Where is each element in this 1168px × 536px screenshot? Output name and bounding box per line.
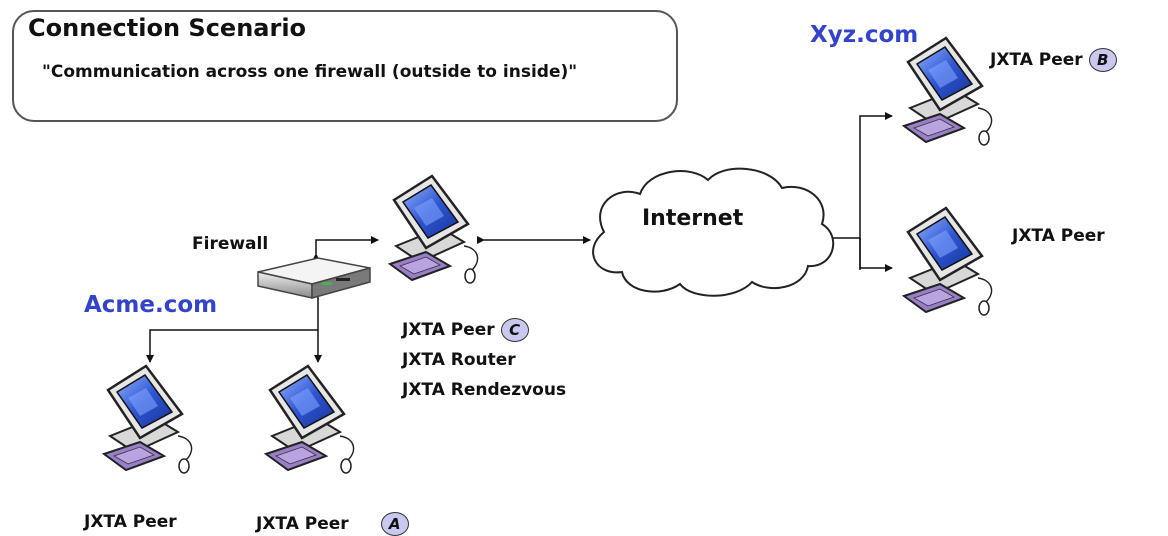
peer-c-computer-icon [388, 174, 479, 285]
peer-c-router-label: JXTA Router [402, 350, 516, 370]
right-peer-label: JXTA Peer [1012, 226, 1105, 246]
internet-cloud-icon [592, 167, 835, 297]
internet-label: Internet [642, 206, 744, 231]
firewall-label: Firewall [192, 234, 269, 254]
firewall-to-left-peer [146, 329, 318, 363]
scenario-title: Connection Scenario [28, 14, 307, 42]
connection-lines [146, 112, 893, 363]
xyz-domain-label: Xyz.com [810, 22, 919, 48]
peer-b-badge: B [1088, 48, 1117, 72]
peer-a-label: JXTA Peer [256, 514, 349, 534]
acme-domain-label: Acme.com [84, 292, 218, 318]
peer-b-computer-icon [902, 36, 993, 147]
firewall-device-icon [257, 257, 371, 299]
scenario-subtitle: "Communication across one firewall (outs… [42, 62, 578, 82]
left-peer-computer-icon [102, 364, 193, 475]
scenario-box [12, 10, 678, 122]
peer-a-badge: A [380, 512, 409, 536]
peer-c-rendezvous-label: JXTA Rendezvous [402, 380, 567, 400]
peer-a-label-group: JXTA Peer A [256, 512, 409, 536]
hub-to-right-peer [859, 238, 893, 272]
peer-a-computer-icon [264, 364, 355, 475]
peer-c-label: JXTA Peer [402, 320, 495, 340]
firewall-to-peer-c-link [312, 236, 379, 261]
hub-to-peer-b [859, 112, 893, 270]
right-peer-computer-icon [902, 206, 993, 317]
left-peer-label: JXTA Peer [84, 512, 177, 532]
peer-c-badge: C [500, 318, 529, 342]
peer-b-label: JXTA Peer [990, 50, 1083, 70]
